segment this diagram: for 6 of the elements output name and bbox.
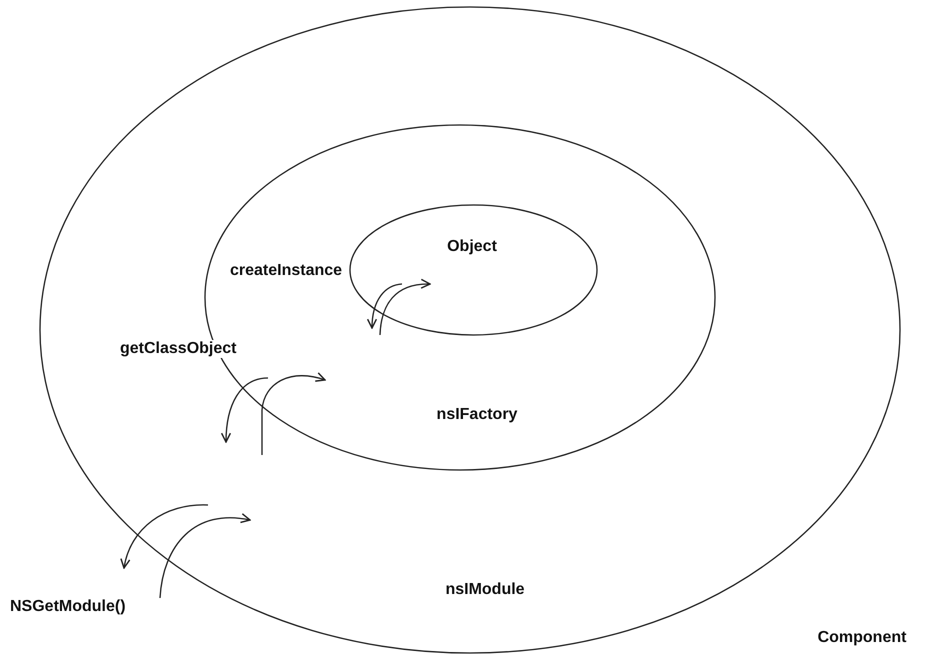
- node-label: Object: [447, 238, 497, 256]
- node-label: nsIFactory: [436, 406, 518, 424]
- node-label: nsIModule: [445, 581, 525, 599]
- node-label: Component: [818, 629, 906, 647]
- method-label: NSGetModule(): [8, 598, 128, 616]
- method-label: getClassObject: [118, 340, 238, 358]
